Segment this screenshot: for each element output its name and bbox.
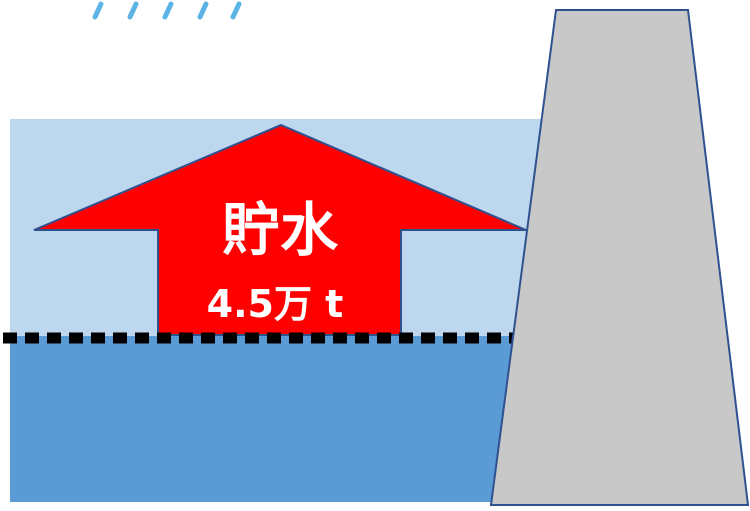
dam-icon (489, 9, 750, 506)
rain-drop (92, 1, 104, 20)
storage-amount: 4.5万 t (207, 282, 344, 326)
rain-drop (197, 1, 209, 20)
rain-icon (92, 1, 242, 20)
rain-drop (230, 1, 242, 20)
rain-drop (127, 1, 139, 20)
rain-drop (162, 1, 174, 20)
storage-label: 貯水 (222, 196, 339, 264)
stored-water-area (10, 336, 550, 502)
